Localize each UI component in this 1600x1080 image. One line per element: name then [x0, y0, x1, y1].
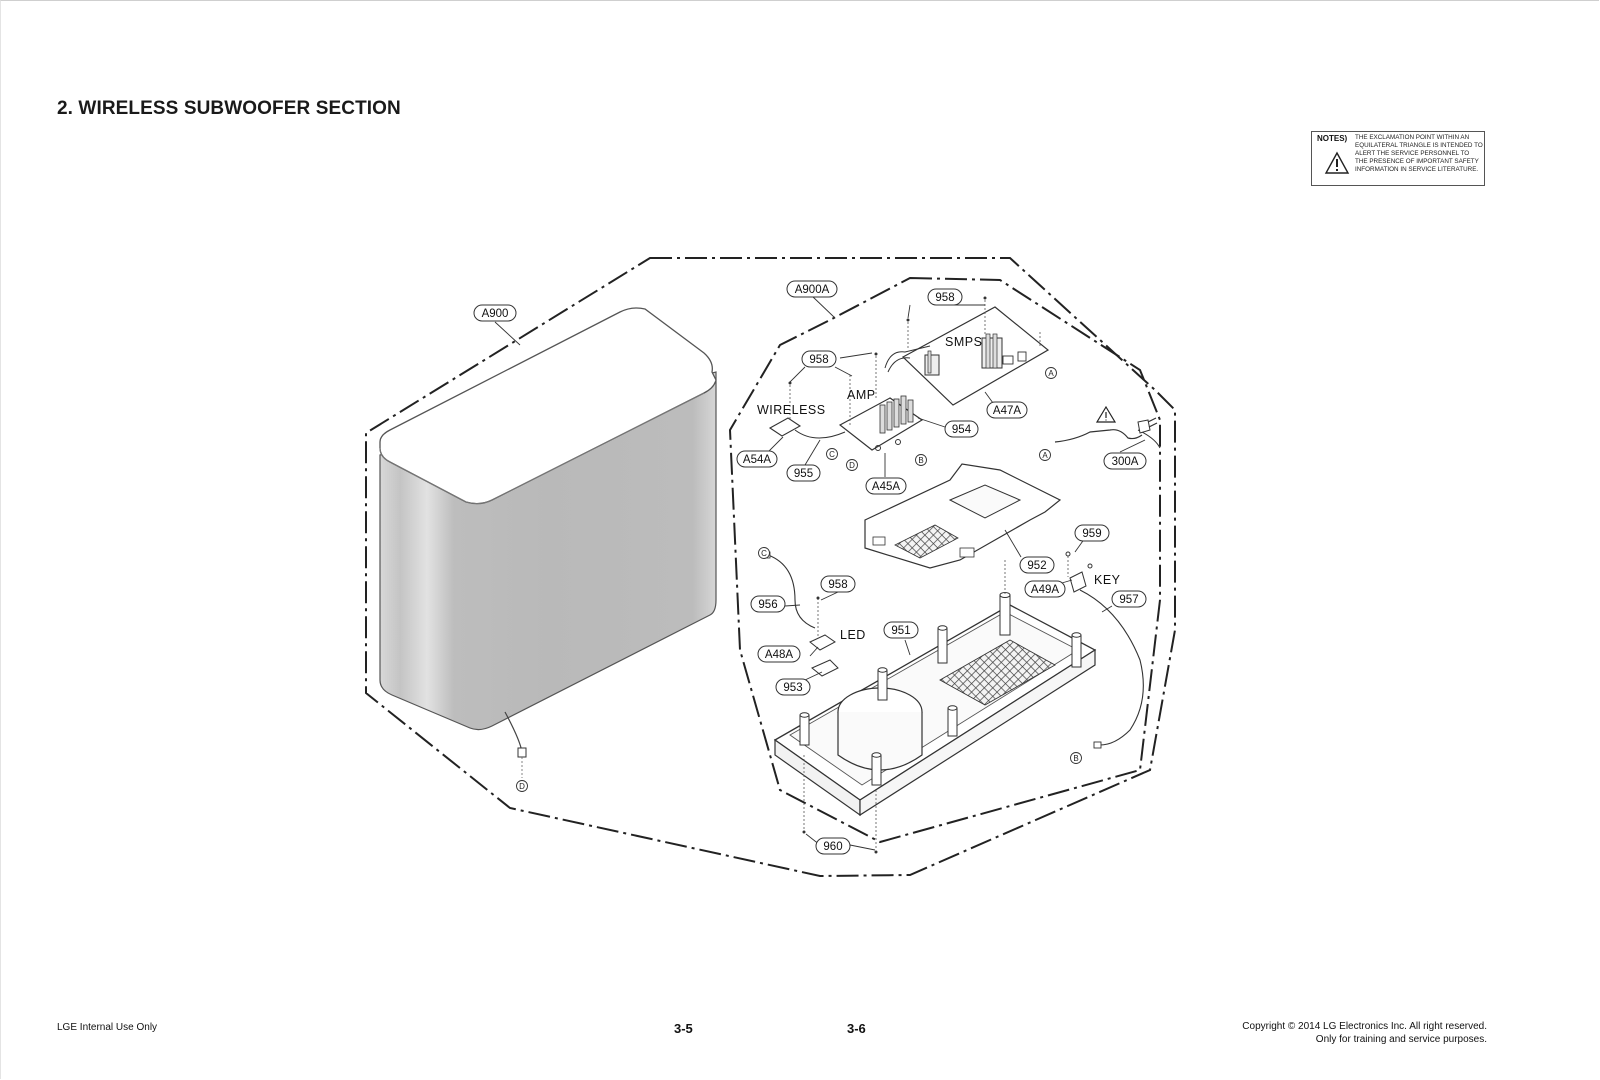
footer-copyright: Copyright © 2014 LG Electronics Inc. All… [1242, 1020, 1487, 1046]
callout-955: 955 [794, 468, 813, 480]
label-wireless: WIRELESS [757, 403, 826, 417]
notes-label: NOTES) [1317, 134, 1348, 143]
copyright-line-1: Copyright © 2014 LG Electronics Inc. All… [1242, 1021, 1487, 1032]
section-title: 2. WIRELESS SUBWOOFER SECTION [57, 98, 401, 119]
warning-triangle-icon [1324, 151, 1350, 174]
callout-960: 960 [823, 841, 842, 853]
callout-a48a: A48A [765, 649, 793, 661]
cabinet-a900 [379, 307, 717, 778]
callout-953: 953 [783, 682, 802, 694]
callout-a47a: A47A [993, 405, 1021, 417]
connector-a-cord: A [1042, 451, 1048, 460]
connector-d-amp: D [849, 461, 855, 470]
callout-958-mid: 958 [809, 354, 828, 366]
label-key: KEY [1094, 573, 1121, 587]
warning-triangle-icon [1095, 405, 1117, 423]
callout-954: 954 [952, 424, 972, 436]
callout-a900: A900 [482, 308, 509, 320]
connector-d-cabinet: D [519, 782, 525, 791]
callout-a49a: A49A [1031, 584, 1059, 596]
key-board-a49a [1065, 551, 1144, 749]
callout-a54a: A54A [743, 454, 771, 466]
power-cord-300a [1054, 405, 1161, 449]
callout-957: 957 [1119, 594, 1138, 606]
notes-box: NOTES) THE EXCLAMATION POINT WITHIN AN E… [1311, 131, 1485, 186]
callout-a900a: A900A [795, 284, 830, 296]
notes-text: THE EXCLAMATION POINT WITHIN AN EQUILATE… [1355, 134, 1483, 174]
label-amp: AMP [847, 388, 876, 402]
callout-958-led: 958 [828, 579, 847, 591]
label-smps: SMPS [945, 335, 982, 349]
callout-300a: 300A [1112, 456, 1139, 468]
bracket-952 [864, 463, 1062, 569]
assembly-boundary-outer [365, 257, 1176, 878]
label-led: LED [840, 628, 866, 642]
connector-c-led: C [761, 549, 767, 558]
footer-internal-use: LGE Internal Use Only [57, 1022, 158, 1033]
page-number-right: 3-6 [847, 1021, 866, 1036]
copyright-line-2: Only for training and service purposes. [1315, 1034, 1487, 1045]
connector-a-smps: A [1048, 369, 1054, 378]
callout-952: 952 [1027, 560, 1046, 572]
callout-959: 959 [1082, 528, 1101, 540]
wireless-board-a54a [768, 381, 846, 439]
smps-board-a47a [884, 296, 1050, 406]
callout-956: 956 [758, 599, 777, 611]
callout-a45a: A45A [872, 481, 900, 493]
page-number-left: 3-5 [674, 1021, 693, 1036]
connector-c-amp: C [829, 450, 835, 459]
callout-958-top: 958 [935, 292, 954, 304]
assembly-boundary-inner [728, 276, 1161, 844]
connector-b-amp: B [918, 456, 923, 465]
connector-b-key: B [1073, 754, 1078, 763]
connector-markers [516, 367, 1082, 792]
base-tray-951 [773, 560, 1097, 854]
callout-bubbles [473, 280, 1147, 855]
amp-board-a45a [838, 352, 924, 451]
callout-951: 951 [891, 625, 910, 637]
